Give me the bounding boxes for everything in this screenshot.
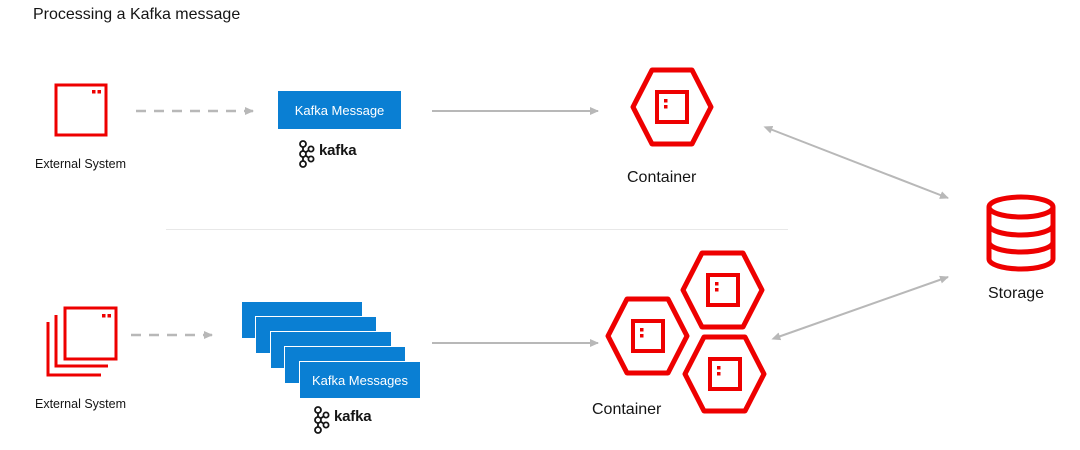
arrow-container-storage-bottom xyxy=(771,275,949,341)
kafka-brand-text: kafka xyxy=(319,142,357,159)
kafka-logo-icon xyxy=(314,406,330,434)
kafka-logo-icon xyxy=(299,140,315,168)
diagram-title: Processing a Kafka message xyxy=(33,6,241,23)
container-hexagon-icon xyxy=(630,67,714,147)
external-system-icon xyxy=(54,83,108,137)
section-divider xyxy=(166,229,788,230)
container-hexagon-icon xyxy=(680,250,765,330)
kafka-brand: kafka xyxy=(298,142,357,159)
container-hexagon-icon xyxy=(682,334,767,414)
external-system-label: External System xyxy=(35,157,127,171)
kafka-messages-box: Kafka Messages xyxy=(299,361,421,399)
external-system-label: External System xyxy=(35,397,127,411)
arrow-container-storage-top xyxy=(763,125,949,199)
container-hexagon-icon xyxy=(605,296,690,376)
container-label: Container xyxy=(592,401,662,418)
storage-database-icon xyxy=(986,194,1056,272)
kafka-brand-text: kafka xyxy=(334,408,372,425)
kafka-message-box: Kafka Message xyxy=(278,91,401,129)
storage-label: Storage xyxy=(988,285,1045,302)
external-system-stack-icon xyxy=(46,306,118,377)
kafka-brand: kafka xyxy=(313,408,372,425)
container-label: Container xyxy=(627,169,697,186)
